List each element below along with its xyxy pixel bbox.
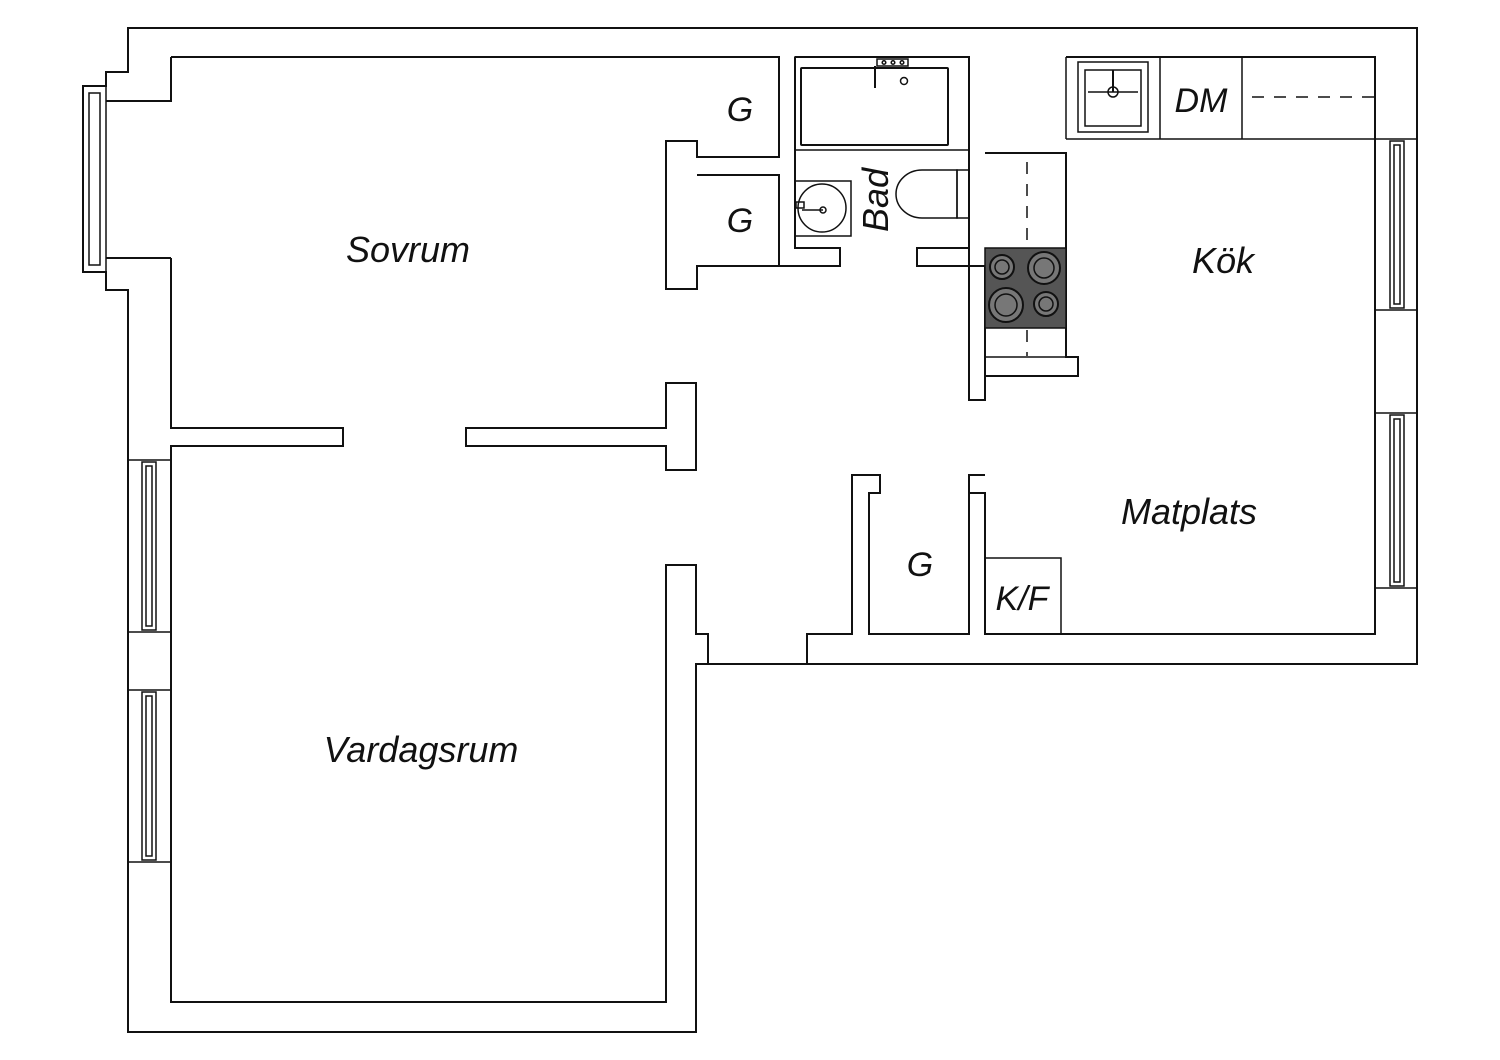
room-label-vardagsrum: Vardagsrum: [324, 729, 519, 770]
bathroom-sink: [797, 183, 847, 233]
kitchen-sink-outer: [1077, 61, 1149, 133]
burner-icon: [989, 254, 1015, 280]
dishwasher-label: DM: [1175, 82, 1229, 120]
closet-top-walls: [697, 57, 780, 266]
closet-label-hall: G: [907, 546, 933, 584]
window-living-upper: [128, 459, 171, 633]
room-label-sovrum: Sovrum: [346, 229, 470, 270]
closet-label-top: G: [727, 91, 753, 129]
toilet: [895, 169, 970, 219]
fridge-freezer-label: K/F: [996, 580, 1051, 618]
burner-icon: [1027, 251, 1061, 285]
bay-window-left: [82, 85, 107, 273]
outer-wall-inner-line: [171, 56, 780, 290]
hall-closet: [806, 474, 970, 664]
burner-icon: [1033, 291, 1059, 317]
bathroom: [779, 56, 986, 401]
kitchen-counter-top: [968, 56, 1376, 635]
room-label-matplats: Matplats: [1121, 491, 1257, 532]
fridge-freezer: [984, 557, 1062, 635]
closet-label-middle: G: [727, 202, 753, 240]
kitchen-counter-left: [984, 152, 1079, 377]
outer-wall-outer-line: [82, 27, 1418, 1033]
room-label-bad: Bad: [855, 167, 896, 232]
burner-icon: [988, 287, 1024, 323]
window-dining: [1375, 412, 1417, 589]
window-living-lower: [128, 689, 171, 863]
partition-wall-hall: [465, 382, 697, 471]
bathtub-drain: [899, 76, 909, 86]
window-kitchen: [1375, 138, 1417, 311]
room-label-kok: Kök: [1192, 240, 1256, 281]
bathtub-faucet: [876, 58, 909, 67]
bathroom-sink-counter: [794, 180, 852, 237]
bedroom-inner-wall: [106, 57, 709, 1003]
